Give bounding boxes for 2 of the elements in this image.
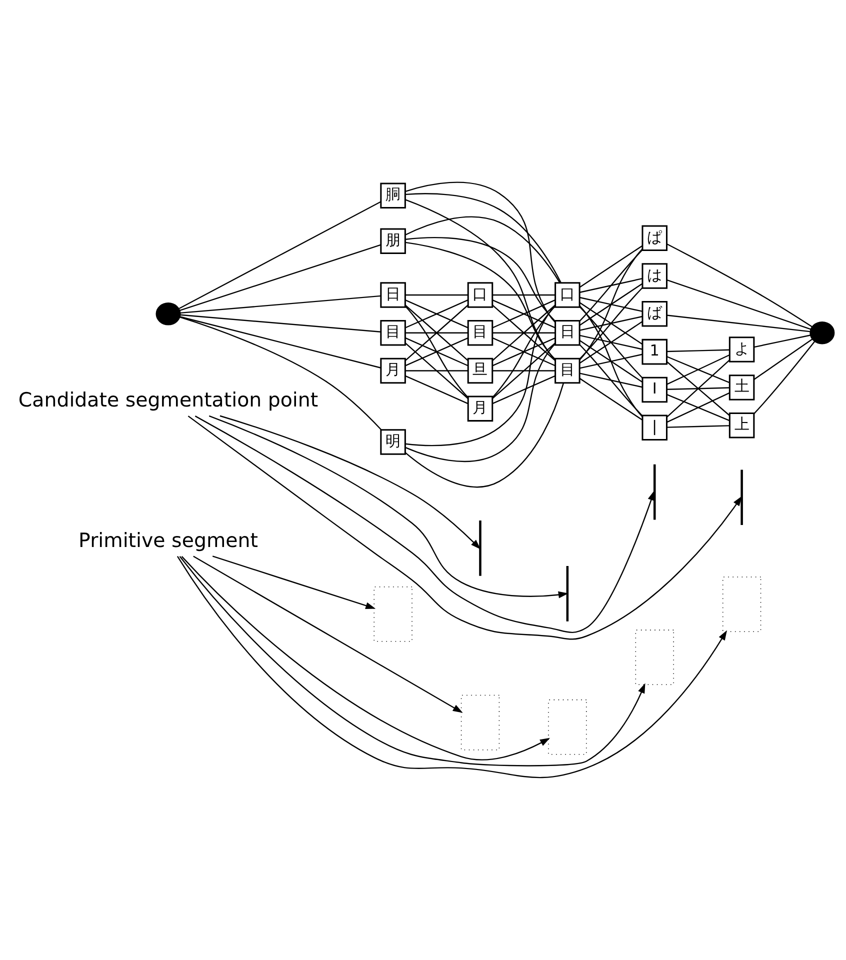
- node-text: Primitive segment: [78, 528, 258, 552]
- node-text: Candidate segmentation point: [18, 388, 318, 412]
